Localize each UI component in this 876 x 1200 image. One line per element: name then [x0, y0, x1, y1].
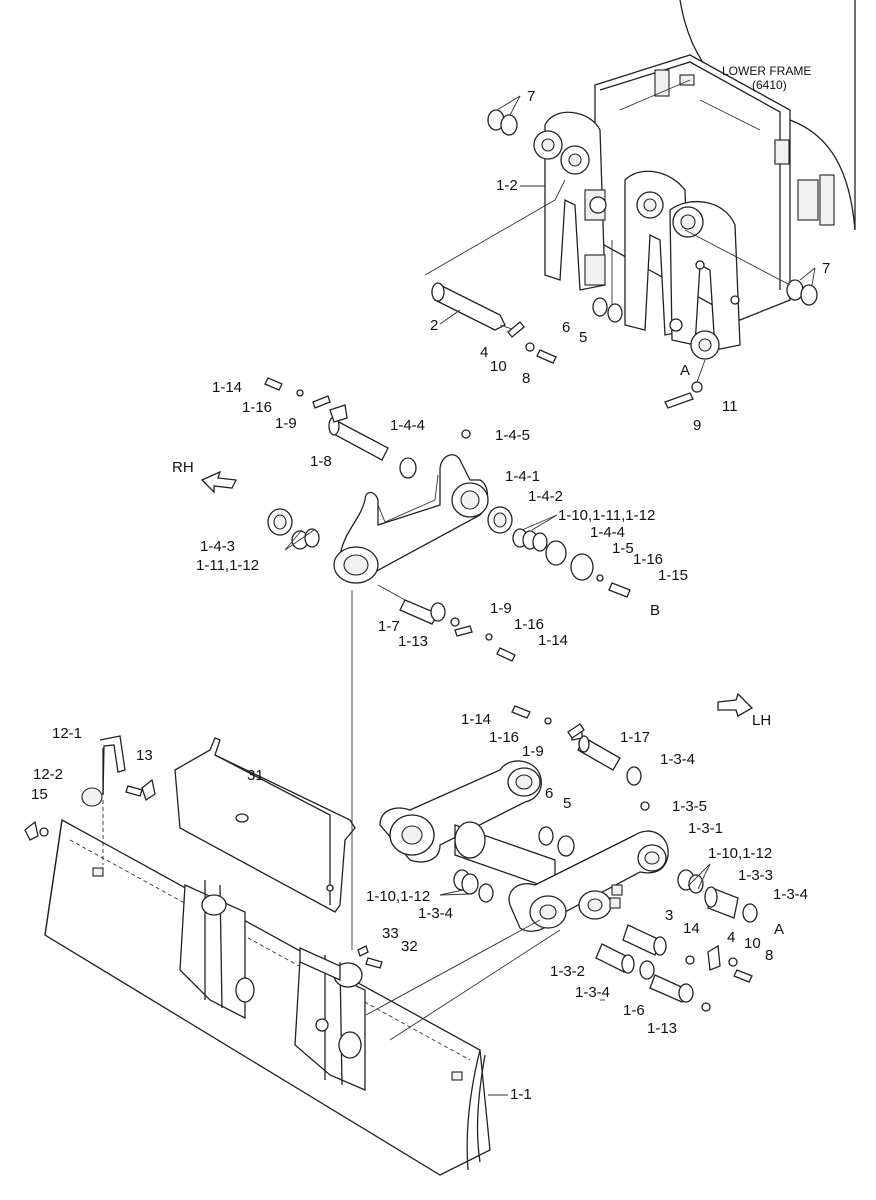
frame-title: LOWER FRAME: [722, 64, 811, 78]
label-1-17: 1-17: [620, 729, 650, 746]
label-7-right: 7: [822, 260, 830, 277]
label-1-10-a: 1-10,1-11,1-12: [558, 507, 655, 524]
label-1-4-4-b: 1-4-4: [590, 524, 625, 541]
label-1-14-b: 1-14: [538, 632, 568, 649]
lever-12: [24, 735, 383, 969]
label-4-top: 4: [480, 344, 488, 361]
label-1-16-d: 1-16: [489, 729, 519, 746]
label-1-6: 1-6: [623, 1002, 645, 1019]
label-1-3-4-a: 1-3-4: [660, 751, 695, 768]
label-1-14-a: 1-14: [212, 379, 242, 396]
label-32: 32: [401, 938, 418, 955]
label-1-10-c: 1-10,1-12: [366, 888, 430, 905]
label-1-9-c: 1-9: [522, 743, 544, 760]
label-2: 2: [430, 317, 438, 334]
label-14: 14: [683, 920, 700, 937]
washers-7-right: [786, 267, 818, 306]
label-1-1: 1-1: [510, 1086, 532, 1103]
label-5-lower: 5: [563, 795, 571, 812]
label-12-1: 12-1: [52, 725, 82, 742]
bushings-1-4: [267, 429, 631, 598]
label-7-top: 7: [527, 88, 535, 105]
label-8-lower: 8: [765, 947, 773, 964]
hardware-1-14-lower: [511, 705, 585, 739]
label-1-4-5: 1-4-5: [495, 427, 530, 444]
rh-arrow-icon: [200, 470, 237, 494]
label-1-4-2: 1-4-2: [528, 488, 563, 505]
label-1-3-3: 1-3-3: [738, 867, 773, 884]
lh-label: LH: [752, 712, 771, 729]
label-1-16-a: 1-16: [242, 399, 272, 416]
label-3: 3: [665, 907, 673, 924]
label-6-lower: 6: [545, 785, 553, 802]
label-1-4-3: 1-4-3: [200, 538, 235, 555]
label-1-11-a: 1-11,1-12: [196, 557, 259, 574]
label-1-13-b: 1-13: [647, 1020, 677, 1037]
label-1-10-b: 1-10,1-12: [708, 845, 772, 862]
label-11: 11: [722, 398, 738, 415]
label-1-2: 1-2: [496, 177, 518, 194]
rh-label: RH: [172, 459, 194, 476]
label-15: 15: [31, 786, 48, 803]
label-1-4-4-a: 1-4-4: [390, 417, 425, 434]
hardware-1-14-top: [264, 377, 331, 409]
label-1-5: 1-5: [612, 540, 634, 557]
label-12-2: 12-2: [33, 766, 63, 783]
pin-2: [424, 179, 566, 331]
label-1-7: 1-7: [378, 618, 400, 635]
hardware-top: [507, 229, 791, 409]
label-1-16-b: 1-16: [633, 551, 663, 568]
label-1-4-1: 1-4-1: [505, 468, 540, 485]
label-10-top: 10: [490, 358, 507, 375]
label-33: 33: [382, 925, 399, 942]
label-10-lower: 10: [744, 935, 761, 952]
pin-1-8: [328, 404, 389, 461]
blade-1-1: [44, 818, 491, 1176]
label-1-3-4-c: 1-3-4: [418, 905, 453, 922]
ref-b: B: [650, 602, 660, 619]
label-1-3-5: 1-3-5: [672, 798, 707, 815]
ref-a-lower: A: [774, 921, 784, 938]
link-1-4: [333, 454, 489, 584]
lh-arrow-icon: [717, 692, 754, 717]
label-1-3-4-b: 1-3-4: [773, 886, 808, 903]
washers-7-top: [487, 95, 521, 136]
label-1-3-4-d: 1-3-4: [575, 984, 610, 1001]
label-4-lower: 4: [727, 929, 735, 946]
label-1-16-c: 1-16: [514, 616, 544, 633]
ref-a-top: A: [680, 362, 690, 379]
label-1-8: 1-8: [310, 453, 332, 470]
label-31: 31: [247, 767, 264, 784]
label-1-13-a: 1-13: [398, 633, 428, 650]
label-1-3-1: 1-3-1: [688, 820, 723, 837]
label-9-top: 9: [693, 417, 701, 434]
bushings-1-3: [439, 801, 758, 1012]
link-1-3: [379, 760, 669, 932]
callout-labels: 7 1-2 2 6 5 4 10 8 A 11 9 7 1-14 1-16 1-…: [31, 88, 830, 1103]
label-13: 13: [136, 747, 153, 764]
label-1-9-b: 1-9: [490, 600, 512, 617]
label-5-top: 5: [579, 329, 587, 346]
label-6-top: 6: [562, 319, 570, 336]
assembly-guide-lines: [351, 590, 605, 1041]
label-1-15: 1-15: [658, 567, 688, 584]
label-1-3-2: 1-3-2: [550, 963, 585, 980]
cover-31: [174, 737, 356, 913]
label-1-9-a: 1-9: [275, 415, 297, 432]
bracket-1-2: [533, 111, 741, 360]
pin-1-7: [377, 584, 516, 662]
label-1-14-c: 1-14: [461, 711, 491, 728]
label-8-top: 8: [522, 370, 530, 387]
frame-code: (6410): [752, 78, 787, 92]
